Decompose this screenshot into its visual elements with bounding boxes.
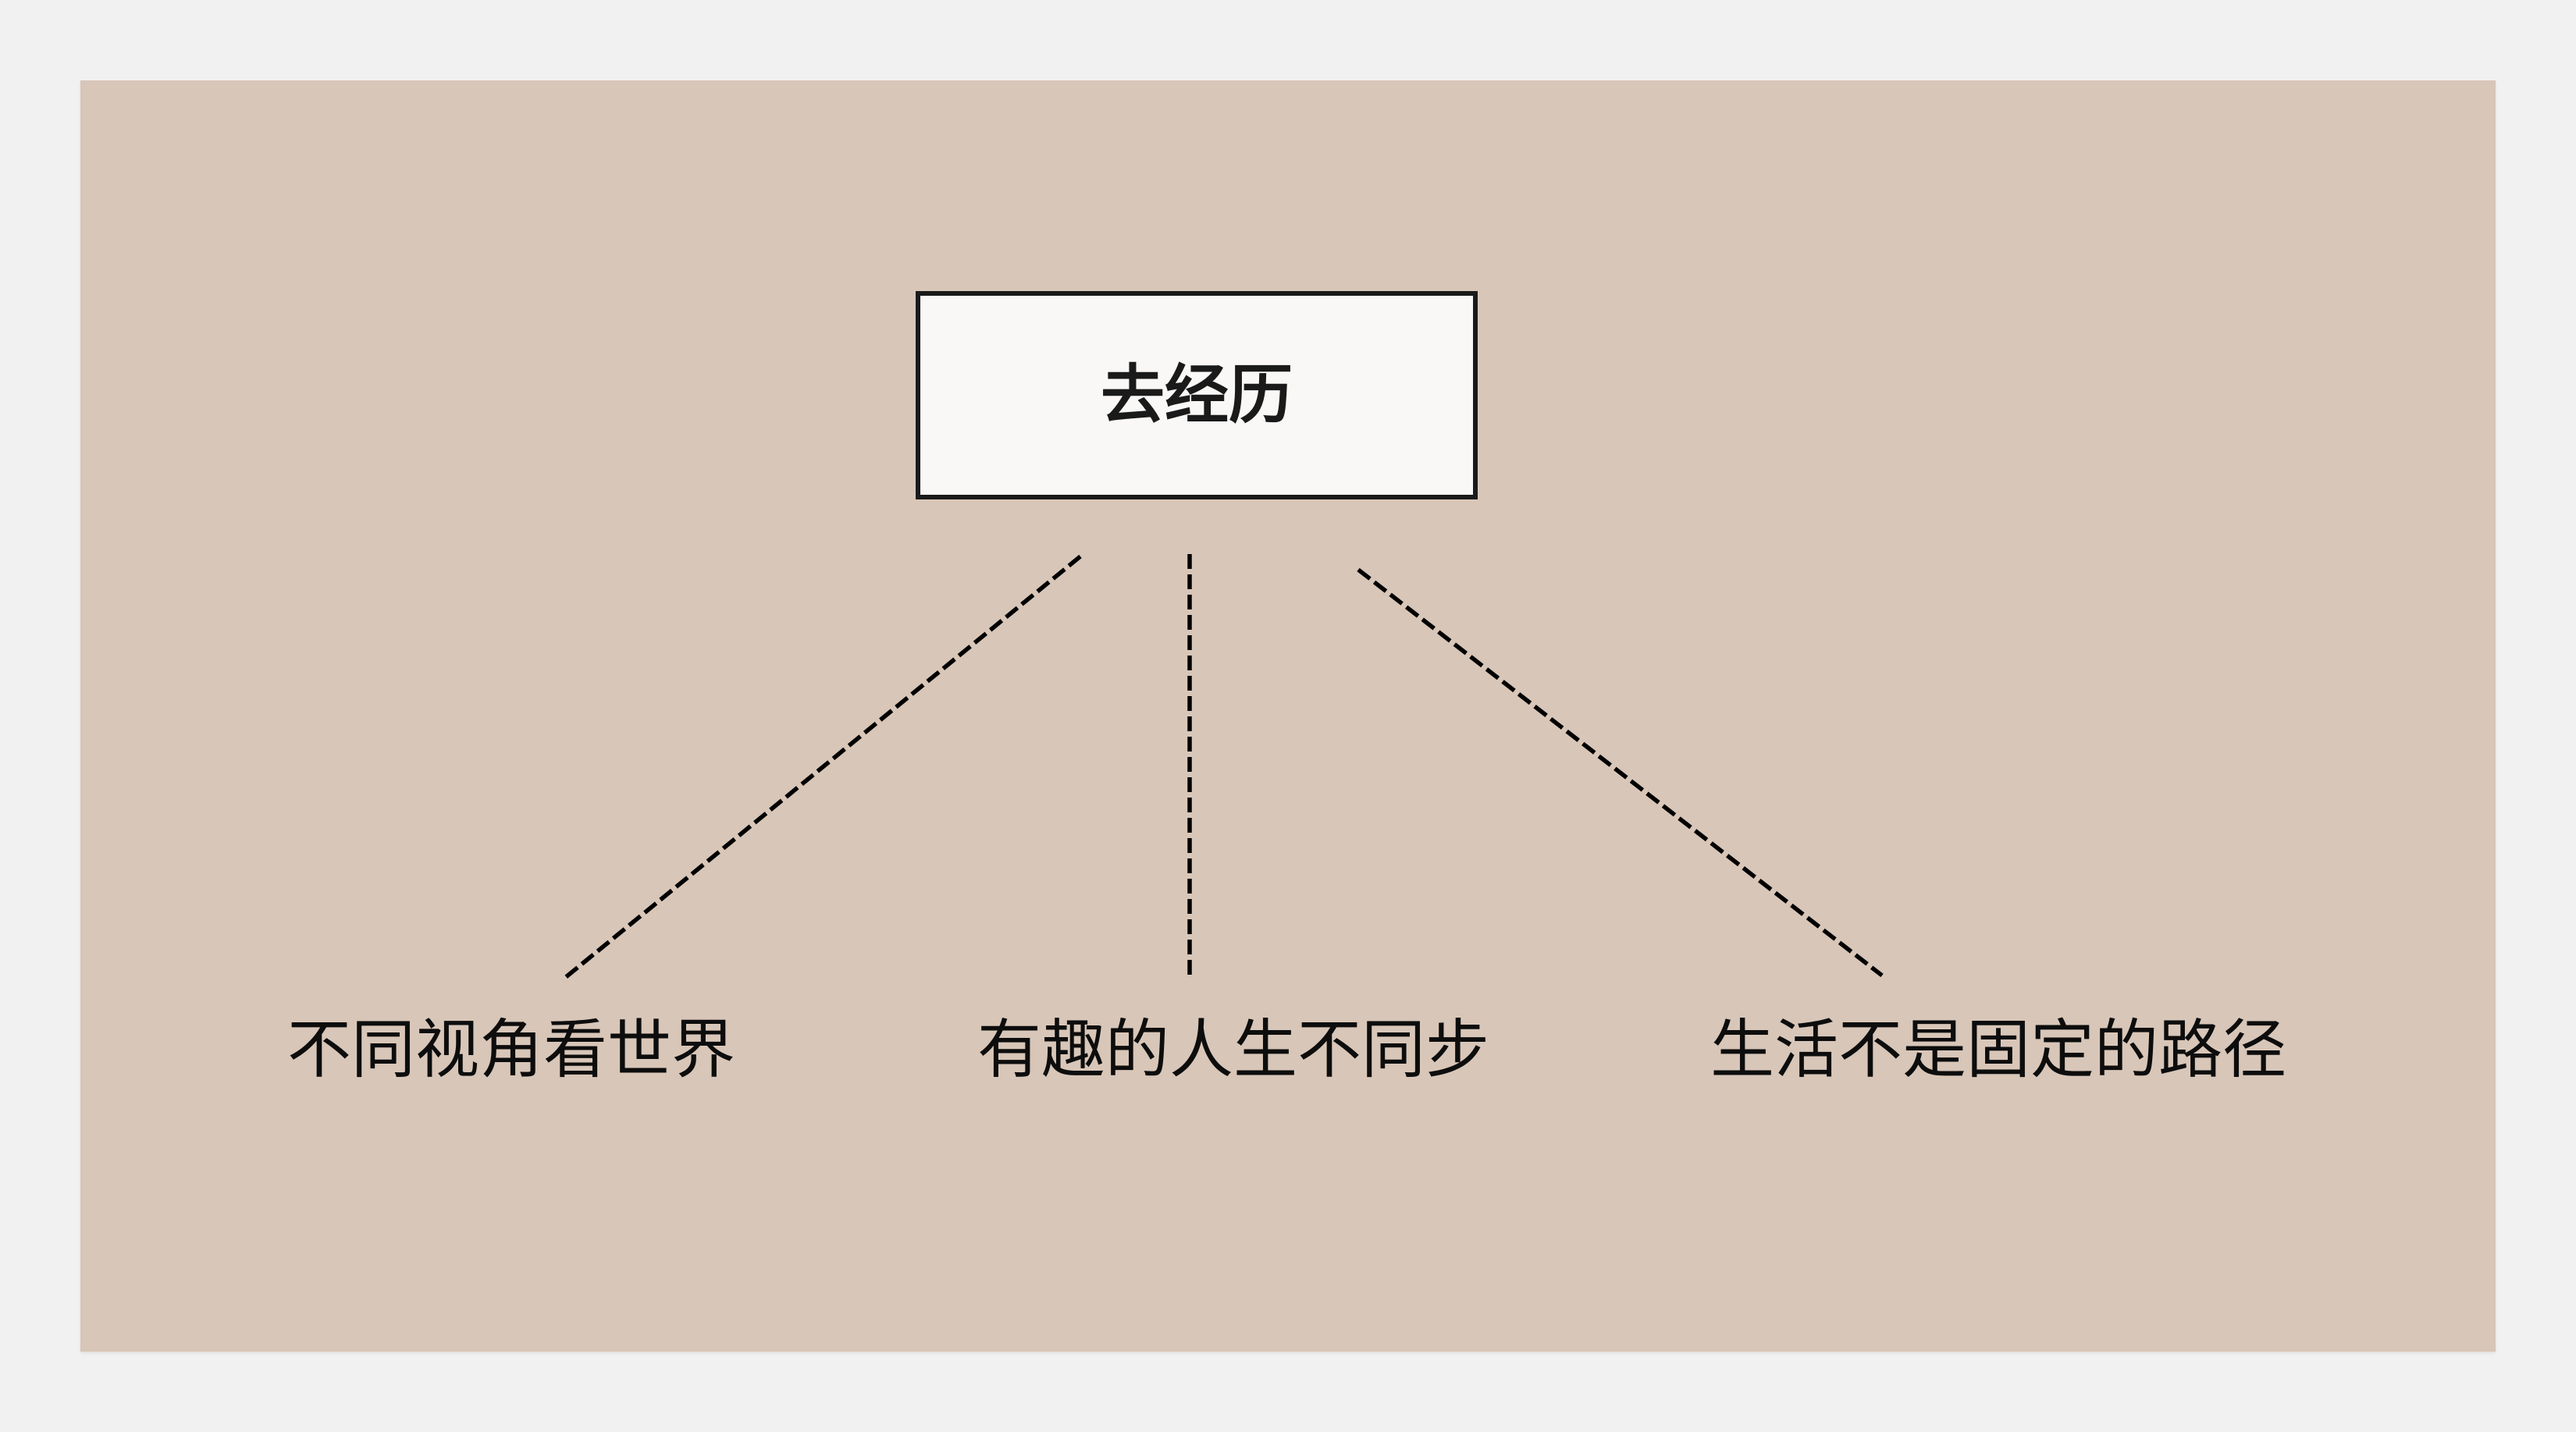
branch-node-interesting-life: 有趣的人生不同步 — [977, 1013, 1489, 1087]
root-node-label: 去经历 — [1100, 357, 1293, 432]
branch-node-perspective: 不同视角看世界 — [286, 1013, 735, 1087]
root-node: 去经历 — [916, 291, 1478, 499]
branch-node-not-fixed-path: 生活不是固定的路径 — [1710, 1013, 2286, 1087]
slide-canvas — [80, 80, 2496, 1352]
